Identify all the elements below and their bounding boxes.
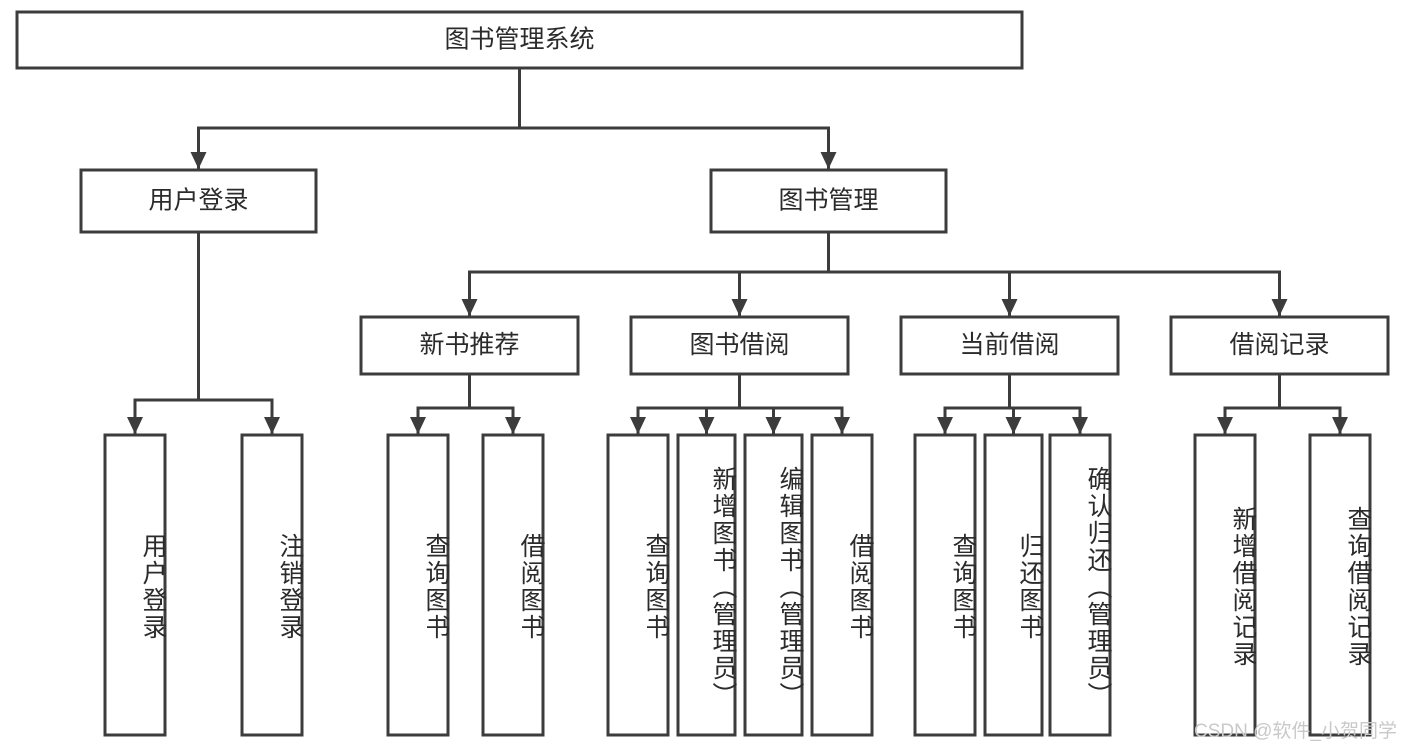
level3-node-label: 当前借阅	[959, 331, 1059, 359]
leaf-node-10[interactable]	[983, 433, 1044, 737]
leaf-node-5[interactable]	[606, 433, 670, 737]
level3-node-label: 图书借阅	[689, 331, 789, 359]
level3-node-label: 借阅记录	[1229, 331, 1329, 359]
leaf-node-rect[interactable]	[810, 433, 874, 737]
leaf-node-rect[interactable]	[676, 433, 737, 737]
leaf-node-rect[interactable]	[1193, 433, 1257, 737]
level2-node-1[interactable]: 用户登录	[79, 168, 318, 234]
leaf-node-rect[interactable]	[1308, 433, 1372, 737]
root-node-rect[interactable]	[15, 10, 1024, 70]
level3-node-3[interactable]: 当前借阅	[899, 315, 1120, 376]
level3-node-rect[interactable]	[899, 315, 1120, 376]
arrow-head-icon	[1332, 417, 1348, 434]
level2-node-label: 图书管理	[778, 187, 878, 215]
arrow-head-icon	[765, 417, 782, 434]
leaf-node-rect[interactable]	[913, 433, 977, 737]
leaf-node-4[interactable]	[481, 433, 545, 737]
arrow-head-icon	[190, 152, 207, 169]
level3-node-rect[interactable]	[359, 315, 580, 376]
arrow-head-icon	[698, 417, 715, 434]
level2-node-label: 用户登录	[148, 187, 248, 215]
level2-node-2[interactable]: 图书管理	[709, 168, 948, 234]
arrow-head-icon	[834, 417, 850, 434]
leaf-node-12[interactable]	[1193, 433, 1257, 737]
arrow-head-icon	[820, 152, 837, 169]
leaf-node-1[interactable]	[103, 433, 167, 737]
connector-lines	[127, 66, 1348, 434]
level2-node-rect[interactable]	[709, 168, 948, 234]
arrow-head-icon	[1217, 417, 1233, 434]
leaf-node-7[interactable]	[743, 433, 804, 737]
level3-node-label: 新书推荐	[419, 331, 519, 359]
arrow-head-icon	[505, 417, 521, 434]
arrow-head-icon	[1005, 417, 1022, 434]
level3-node-rect[interactable]	[629, 315, 850, 376]
level3-node-1[interactable]: 新书推荐	[359, 315, 580, 376]
root-node-label: 图书管理系统	[444, 26, 594, 54]
arrow-head-icon	[937, 417, 953, 434]
leaf-node-rect[interactable]	[606, 433, 670, 737]
leaf-node-rect[interactable]	[386, 433, 450, 737]
arrow-head-icon	[1271, 299, 1288, 316]
arrow-head-icon	[410, 417, 426, 434]
arrow-head-icon	[264, 417, 280, 434]
level3-node-4[interactable]: 借阅记录	[1169, 315, 1390, 376]
arrow-head-icon	[461, 299, 478, 316]
arrow-head-icon	[731, 299, 748, 316]
level2-node-rect[interactable]	[79, 168, 318, 234]
csdn-watermark: CSDN @软件_小贺同学	[1194, 721, 1397, 742]
level3-node-rect[interactable]	[1169, 315, 1390, 376]
leaf-node-rect[interactable]	[240, 433, 304, 737]
root-node-1[interactable]: 图书管理系统	[15, 10, 1024, 70]
leaf-node-rect[interactable]	[983, 433, 1044, 737]
leaf-node-6[interactable]	[676, 433, 737, 737]
leaf-node-2[interactable]	[240, 433, 304, 737]
level3-node-2[interactable]: 图书借阅	[629, 315, 850, 376]
leaf-node-rect[interactable]	[103, 433, 167, 737]
leaf-node-rect[interactable]	[481, 433, 545, 737]
leaf-node-rect[interactable]	[1048, 433, 1112, 737]
arrow-head-icon	[1072, 417, 1088, 434]
arrow-head-icon	[127, 417, 143, 434]
leaf-node-9[interactable]	[913, 433, 977, 737]
leaf-node-3[interactable]	[386, 433, 450, 737]
arrow-head-icon	[1001, 299, 1018, 316]
leaf-node-8[interactable]	[810, 433, 874, 737]
leaf-node-rect[interactable]	[743, 433, 804, 737]
leaf-node-11[interactable]	[1048, 433, 1112, 737]
leaf-node-13[interactable]	[1308, 433, 1372, 737]
arrow-head-icon	[630, 417, 646, 434]
